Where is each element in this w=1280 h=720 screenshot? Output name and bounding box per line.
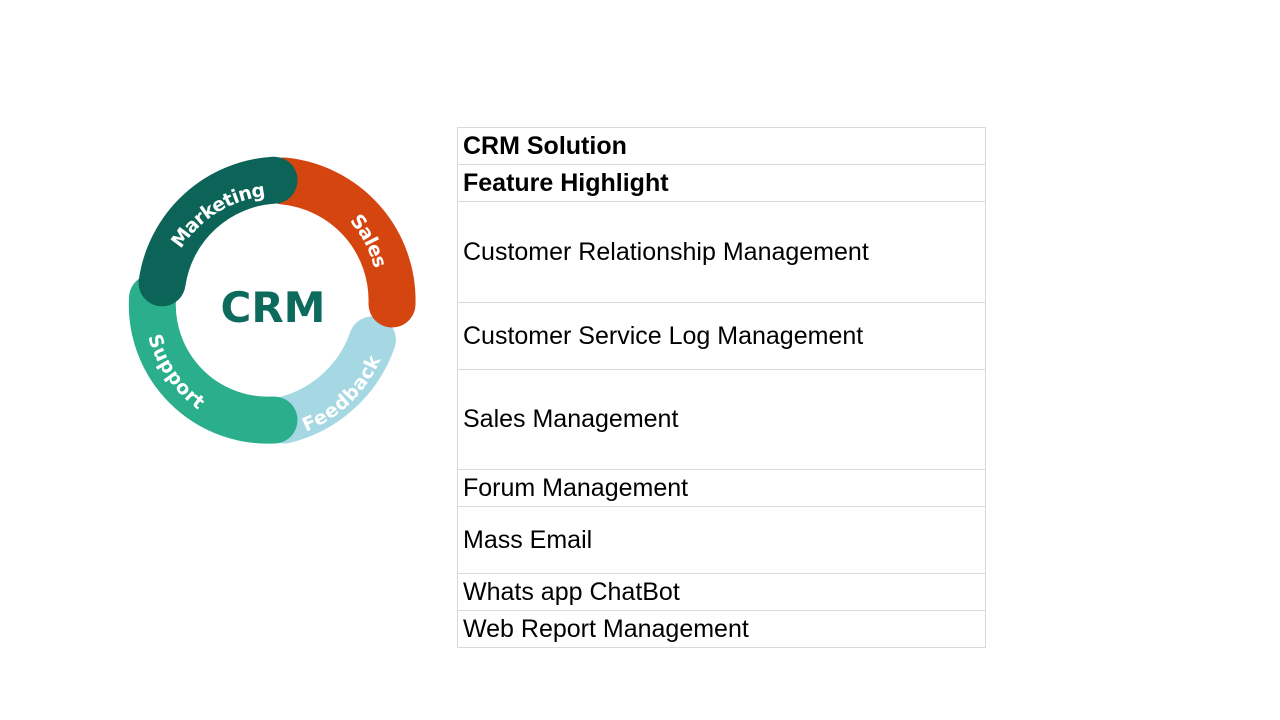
table-row: Customer Service Log Management [457, 302, 986, 370]
feature-item: Customer Relationship Management [457, 201, 986, 303]
feature-item: Whats app ChatBot [457, 573, 986, 611]
table-row: Forum Management [457, 469, 986, 507]
segment-feedback: Feedback [261, 316, 396, 444]
table-subtitle: Feature Highlight [457, 164, 986, 202]
table-row: Web Report Management [457, 610, 986, 648]
feature-item: Forum Management [457, 469, 986, 507]
table-title: CRM Solution [457, 127, 986, 165]
feature-item: Sales Management [457, 369, 986, 470]
feature-table: CRM Solution Feature Highlight Customer … [457, 127, 986, 648]
table-row: Whats app ChatBot [457, 573, 986, 611]
feature-item: Mass Email [457, 506, 986, 574]
crm-cycle-diagram: Feedback Support Sales Marketing CRM [128, 156, 416, 444]
feature-item: Customer Service Log Management [457, 302, 986, 370]
segment-marketing: Marketing [138, 156, 298, 307]
table-row: Feature Highlight [457, 164, 986, 202]
table-row: Sales Management [457, 369, 986, 470]
table-row: Mass Email [457, 506, 986, 574]
table-row: Customer Relationship Management [457, 201, 986, 303]
feature-item: Web Report Management [457, 610, 986, 648]
table-row: CRM Solution [457, 127, 986, 165]
center-label: CRM [221, 283, 326, 332]
